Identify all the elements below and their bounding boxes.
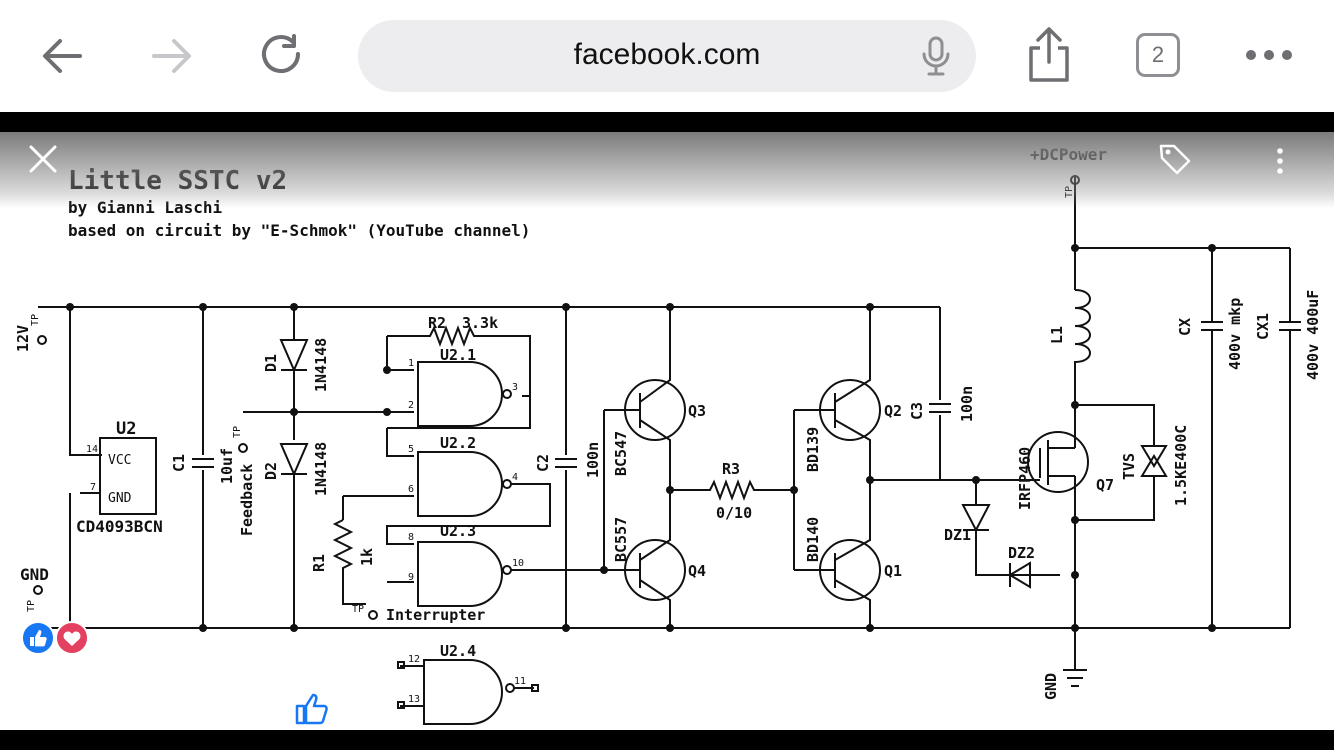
ic-u2-label: U2 — [116, 419, 136, 439]
url-text: facebook.com — [573, 38, 761, 71]
d1-value: 1N4148 — [312, 338, 330, 392]
l1-label: L1 — [1048, 326, 1066, 344]
tvs-part: 1.5KE400C — [1172, 425, 1190, 506]
c3-value: 100n — [958, 386, 976, 422]
address-bar[interactable]: facebook.com — [358, 20, 976, 92]
ic-part-label: CD4093BCN — [76, 517, 163, 536]
q7-label: Q7 — [1096, 476, 1114, 494]
forward-button[interactable] — [148, 32, 196, 80]
pin-number: 1 — [408, 358, 414, 369]
gnd-pin-label: GND — [108, 491, 132, 506]
schematic-author: by Gianni Laschi — [68, 198, 222, 217]
bottom-band — [0, 730, 1334, 750]
separator-band — [0, 112, 1334, 132]
q1-label: Q1 — [884, 562, 902, 580]
tp-label: TP — [352, 604, 364, 615]
q3-label: Q3 — [688, 402, 706, 420]
love-reaction-icon — [55, 621, 89, 655]
c2-label: C2 — [534, 454, 552, 472]
gnd-left-label: GND — [20, 565, 49, 584]
pin-number: 3 — [512, 382, 518, 393]
thumbs-up-icon[interactable] — [294, 692, 330, 726]
reload-icon — [262, 34, 300, 74]
u2-1-label: U2.1 — [440, 346, 476, 364]
schematic-diagram: Little SSTC v2 by Gianni Laschi based on… — [14, 145, 1322, 725]
pin-number: 14 — [86, 444, 98, 455]
schematic-based-on: based on circuit by "E-Schmok" (YouTube … — [68, 221, 530, 240]
r3-value: 0/10 — [716, 504, 752, 522]
tag-icon[interactable] — [1158, 142, 1192, 176]
r2-label: R2 — [428, 314, 446, 332]
like-reaction-icon — [21, 621, 55, 655]
pin-number: 6 — [408, 484, 414, 495]
microphone-icon[interactable] — [918, 36, 954, 76]
dc-power-label: +DCPower — [1030, 145, 1107, 164]
q2-part: BD139 — [804, 427, 822, 472]
c1-label: C1 — [170, 454, 188, 472]
tp-label: TP — [30, 314, 41, 326]
more-vertical-icon[interactable] — [1274, 146, 1286, 176]
tp-label: TP — [26, 600, 37, 612]
back-arrow-icon — [43, 39, 82, 73]
q4-label: Q4 — [688, 562, 706, 580]
feedback-label: Feedback — [238, 464, 256, 536]
d1-label: D1 — [262, 354, 280, 372]
r1-label: R1 — [310, 554, 328, 572]
tvs-label: TVS — [1120, 453, 1138, 480]
pin-number: 4 — [512, 472, 518, 483]
pin-number: 12 — [408, 654, 420, 665]
q1-part: BD140 — [804, 517, 822, 562]
tp-label: TP — [232, 426, 243, 438]
cx1-value: 400v 400uF — [1304, 290, 1322, 380]
vcc-label: VCC — [108, 453, 131, 468]
browser-toolbar: facebook.com 2 — [0, 0, 1334, 112]
dz1-label: DZ1 — [944, 526, 971, 544]
back-button[interactable] — [38, 32, 86, 80]
q4-part: BC557 — [612, 517, 630, 562]
pin-number: 2 — [408, 400, 414, 411]
c2-value: 100n — [584, 442, 602, 478]
u2-4-label: U2.4 — [440, 642, 476, 660]
r1-value: 1k — [358, 548, 376, 566]
pin-number: 13 — [408, 694, 420, 705]
cx-value: 400v mkp — [1226, 298, 1244, 370]
pin-number: 11 — [514, 676, 526, 687]
image-viewer[interactable]: Little SSTC v2 by Gianni Laschi based on… — [0, 132, 1334, 730]
c1-value: 10uf — [218, 448, 236, 484]
share-icon[interactable] — [1026, 26, 1072, 84]
forward-arrow-icon — [152, 39, 191, 73]
pin-number: 10 — [512, 558, 524, 569]
q2-label: Q2 — [884, 402, 902, 420]
reaction-summary[interactable] — [20, 620, 90, 656]
pin-number: 8 — [408, 532, 414, 543]
c3-label: C3 — [908, 402, 926, 420]
more-icon[interactable] — [1244, 48, 1294, 62]
d2-value: 1N4148 — [312, 442, 330, 496]
q7-part: IRFP460 — [1016, 447, 1034, 510]
schematic-title: Little SSTC v2 — [68, 166, 287, 196]
interrupter-label: Interrupter — [386, 606, 485, 624]
pin-number: 9 — [408, 572, 414, 583]
cx-label: CX — [1176, 318, 1194, 336]
u2-3-label: U2.3 — [440, 522, 476, 540]
reload-button[interactable] — [258, 32, 306, 80]
12v-label: 12V — [14, 325, 32, 352]
tp-label: TP — [1064, 186, 1075, 198]
d2-label: D2 — [262, 462, 280, 480]
close-icon[interactable] — [28, 144, 58, 174]
tabs-button[interactable]: 2 — [1136, 33, 1180, 77]
cx1-label: CX1 — [1254, 313, 1272, 340]
u2-2-label: U2.2 — [440, 434, 476, 452]
r3-label: R3 — [722, 460, 740, 478]
pin-number: 7 — [90, 482, 96, 493]
dz2-label: DZ2 — [1008, 544, 1035, 562]
r2-value: 3.3k — [462, 314, 498, 332]
q3-part: BC547 — [612, 431, 630, 476]
gnd-right-label: GND — [1042, 673, 1060, 700]
pin-number: 5 — [408, 444, 414, 455]
